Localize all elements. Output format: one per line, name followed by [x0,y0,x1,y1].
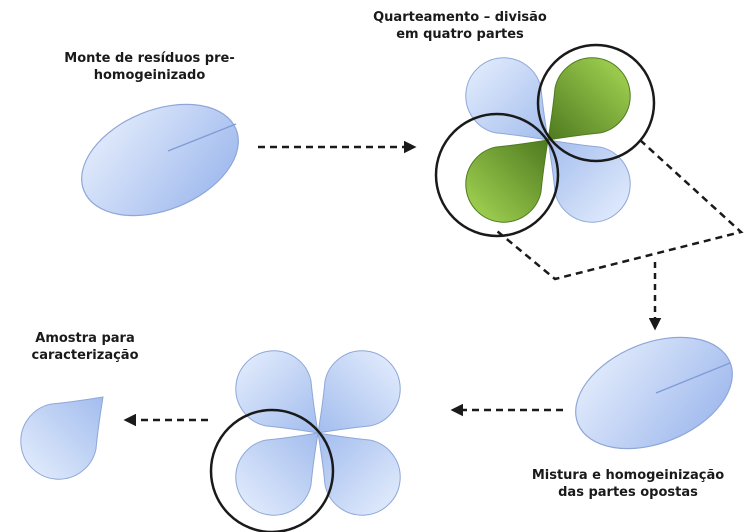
second-cloverleaf-icon [219,334,417,532]
selection-circle-bottom-left [434,112,560,238]
sample-droplet-icon [4,369,131,496]
selection-circle-top-right [536,43,656,163]
merge-connector [496,139,744,281]
initial-pile-icon [81,103,239,217]
mixed-pile-icon [575,336,733,450]
label-initial-pile: Monte de resíduos pre-homogeinizado [64,51,235,83]
selection-circle-sample [209,408,335,532]
